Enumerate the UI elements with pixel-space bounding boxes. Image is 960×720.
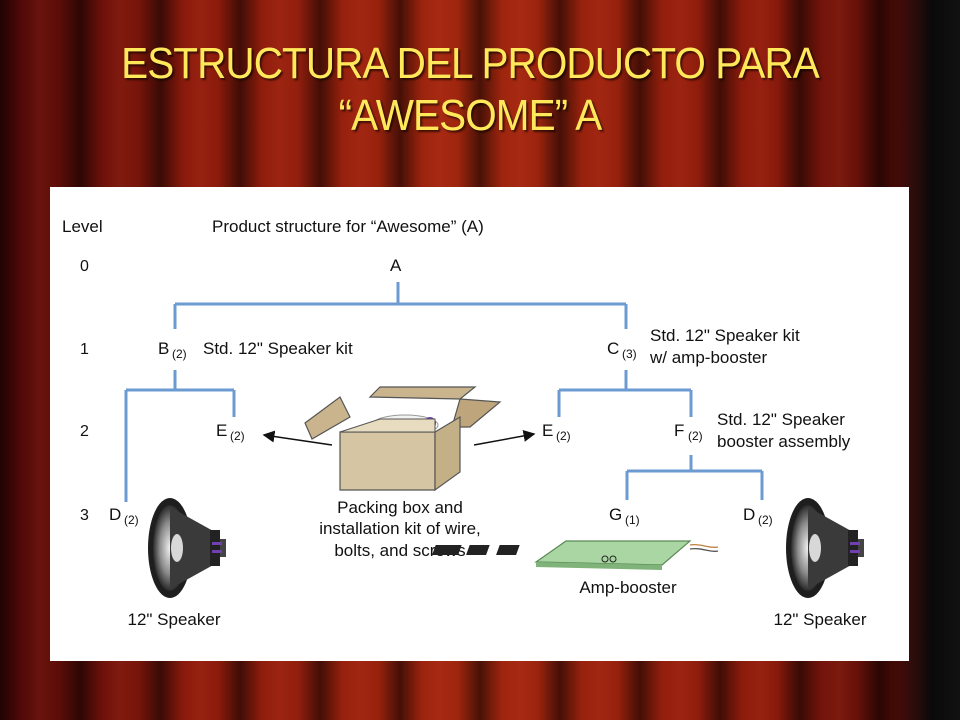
slide-title-line2: “AWESOME” A xyxy=(338,91,603,140)
node-e-right: E (2) xyxy=(542,421,571,443)
node-e-left: E (2) xyxy=(216,421,245,443)
box-caption-line3: bolts, and screws xyxy=(334,541,465,560)
node-g: G (1) xyxy=(609,505,640,527)
level-header: Level xyxy=(62,217,103,236)
node-g-qty: (1) xyxy=(625,513,640,527)
node-b-desc: Std. 12" Speaker kit xyxy=(203,339,353,358)
box-caption-line1: Packing box and xyxy=(337,498,463,517)
node-c-desc-line1: Std. 12" Speaker kit xyxy=(650,326,800,345)
box-arrows xyxy=(262,429,536,446)
node-d-right: D (2) xyxy=(743,505,773,527)
node-c: C (3) Std. 12" Speaker kit w/ amp-booste… xyxy=(607,326,800,367)
arrow-to-e-left xyxy=(262,430,333,446)
speaker-icon xyxy=(148,498,226,598)
slide-title: ESTRUCTURA DEL PRODUCTO PARA “AWESOME” A xyxy=(74,38,865,142)
node-c-desc-line2: w/ amp-booster xyxy=(649,348,767,367)
node-c-letter: C xyxy=(607,339,619,358)
node-f: F (2) Std. 12" Speaker booster assembly xyxy=(674,410,851,451)
node-f-desc-line2: booster assembly xyxy=(717,432,851,451)
arrow-to-e-right xyxy=(473,429,536,446)
packing-box-icon xyxy=(304,386,502,492)
speaker-caption-left: 12" Speaker xyxy=(128,610,221,629)
diagram-panel: Level Product structure for “Awesome” (A… xyxy=(50,187,909,661)
circuit-board-icon xyxy=(432,540,719,570)
amp-booster-caption: Amp-booster xyxy=(579,578,677,597)
node-a: A xyxy=(390,256,402,275)
level-2: 2 xyxy=(80,423,89,440)
node-e-right-qty: (2) xyxy=(556,429,571,443)
node-b: B (2) Std. 12" Speaker kit xyxy=(158,339,353,361)
node-f-qty: (2) xyxy=(688,429,703,443)
node-f-letter: F xyxy=(674,421,684,440)
node-d-left: D (2) xyxy=(109,505,139,527)
node-d-right-qty: (2) xyxy=(758,513,773,527)
node-b-letter: B xyxy=(158,339,169,358)
node-e-right-letter: E xyxy=(542,421,553,440)
node-e-left-qty: (2) xyxy=(230,429,245,443)
level-3: 3 xyxy=(80,507,89,524)
node-e-left-letter: E xyxy=(216,421,227,440)
node-f-desc-line1: Std. 12" Speaker xyxy=(717,410,845,429)
level-1: 1 xyxy=(80,341,89,358)
node-d-left-letter: D xyxy=(109,505,121,524)
slide-title-line1: ESTRUCTURA DEL PRODUCTO PARA xyxy=(121,39,820,88)
tree-connectors xyxy=(124,282,764,502)
speaker-icon-right xyxy=(786,498,864,598)
node-c-qty: (3) xyxy=(622,347,637,361)
diagram-heading: Product structure for “Awesome” (A) xyxy=(212,217,484,236)
node-d-left-qty: (2) xyxy=(124,513,139,527)
node-g-letter: G xyxy=(609,505,622,524)
speaker-caption-right: 12" Speaker xyxy=(774,610,867,629)
product-structure-diagram: Level Product structure for “Awesome” (A… xyxy=(62,217,867,629)
level-0: 0 xyxy=(80,258,89,275)
node-b-qty: (2) xyxy=(172,347,187,361)
box-caption-line2: installation kit of wire, xyxy=(319,519,481,538)
node-d-right-letter: D xyxy=(743,505,755,524)
